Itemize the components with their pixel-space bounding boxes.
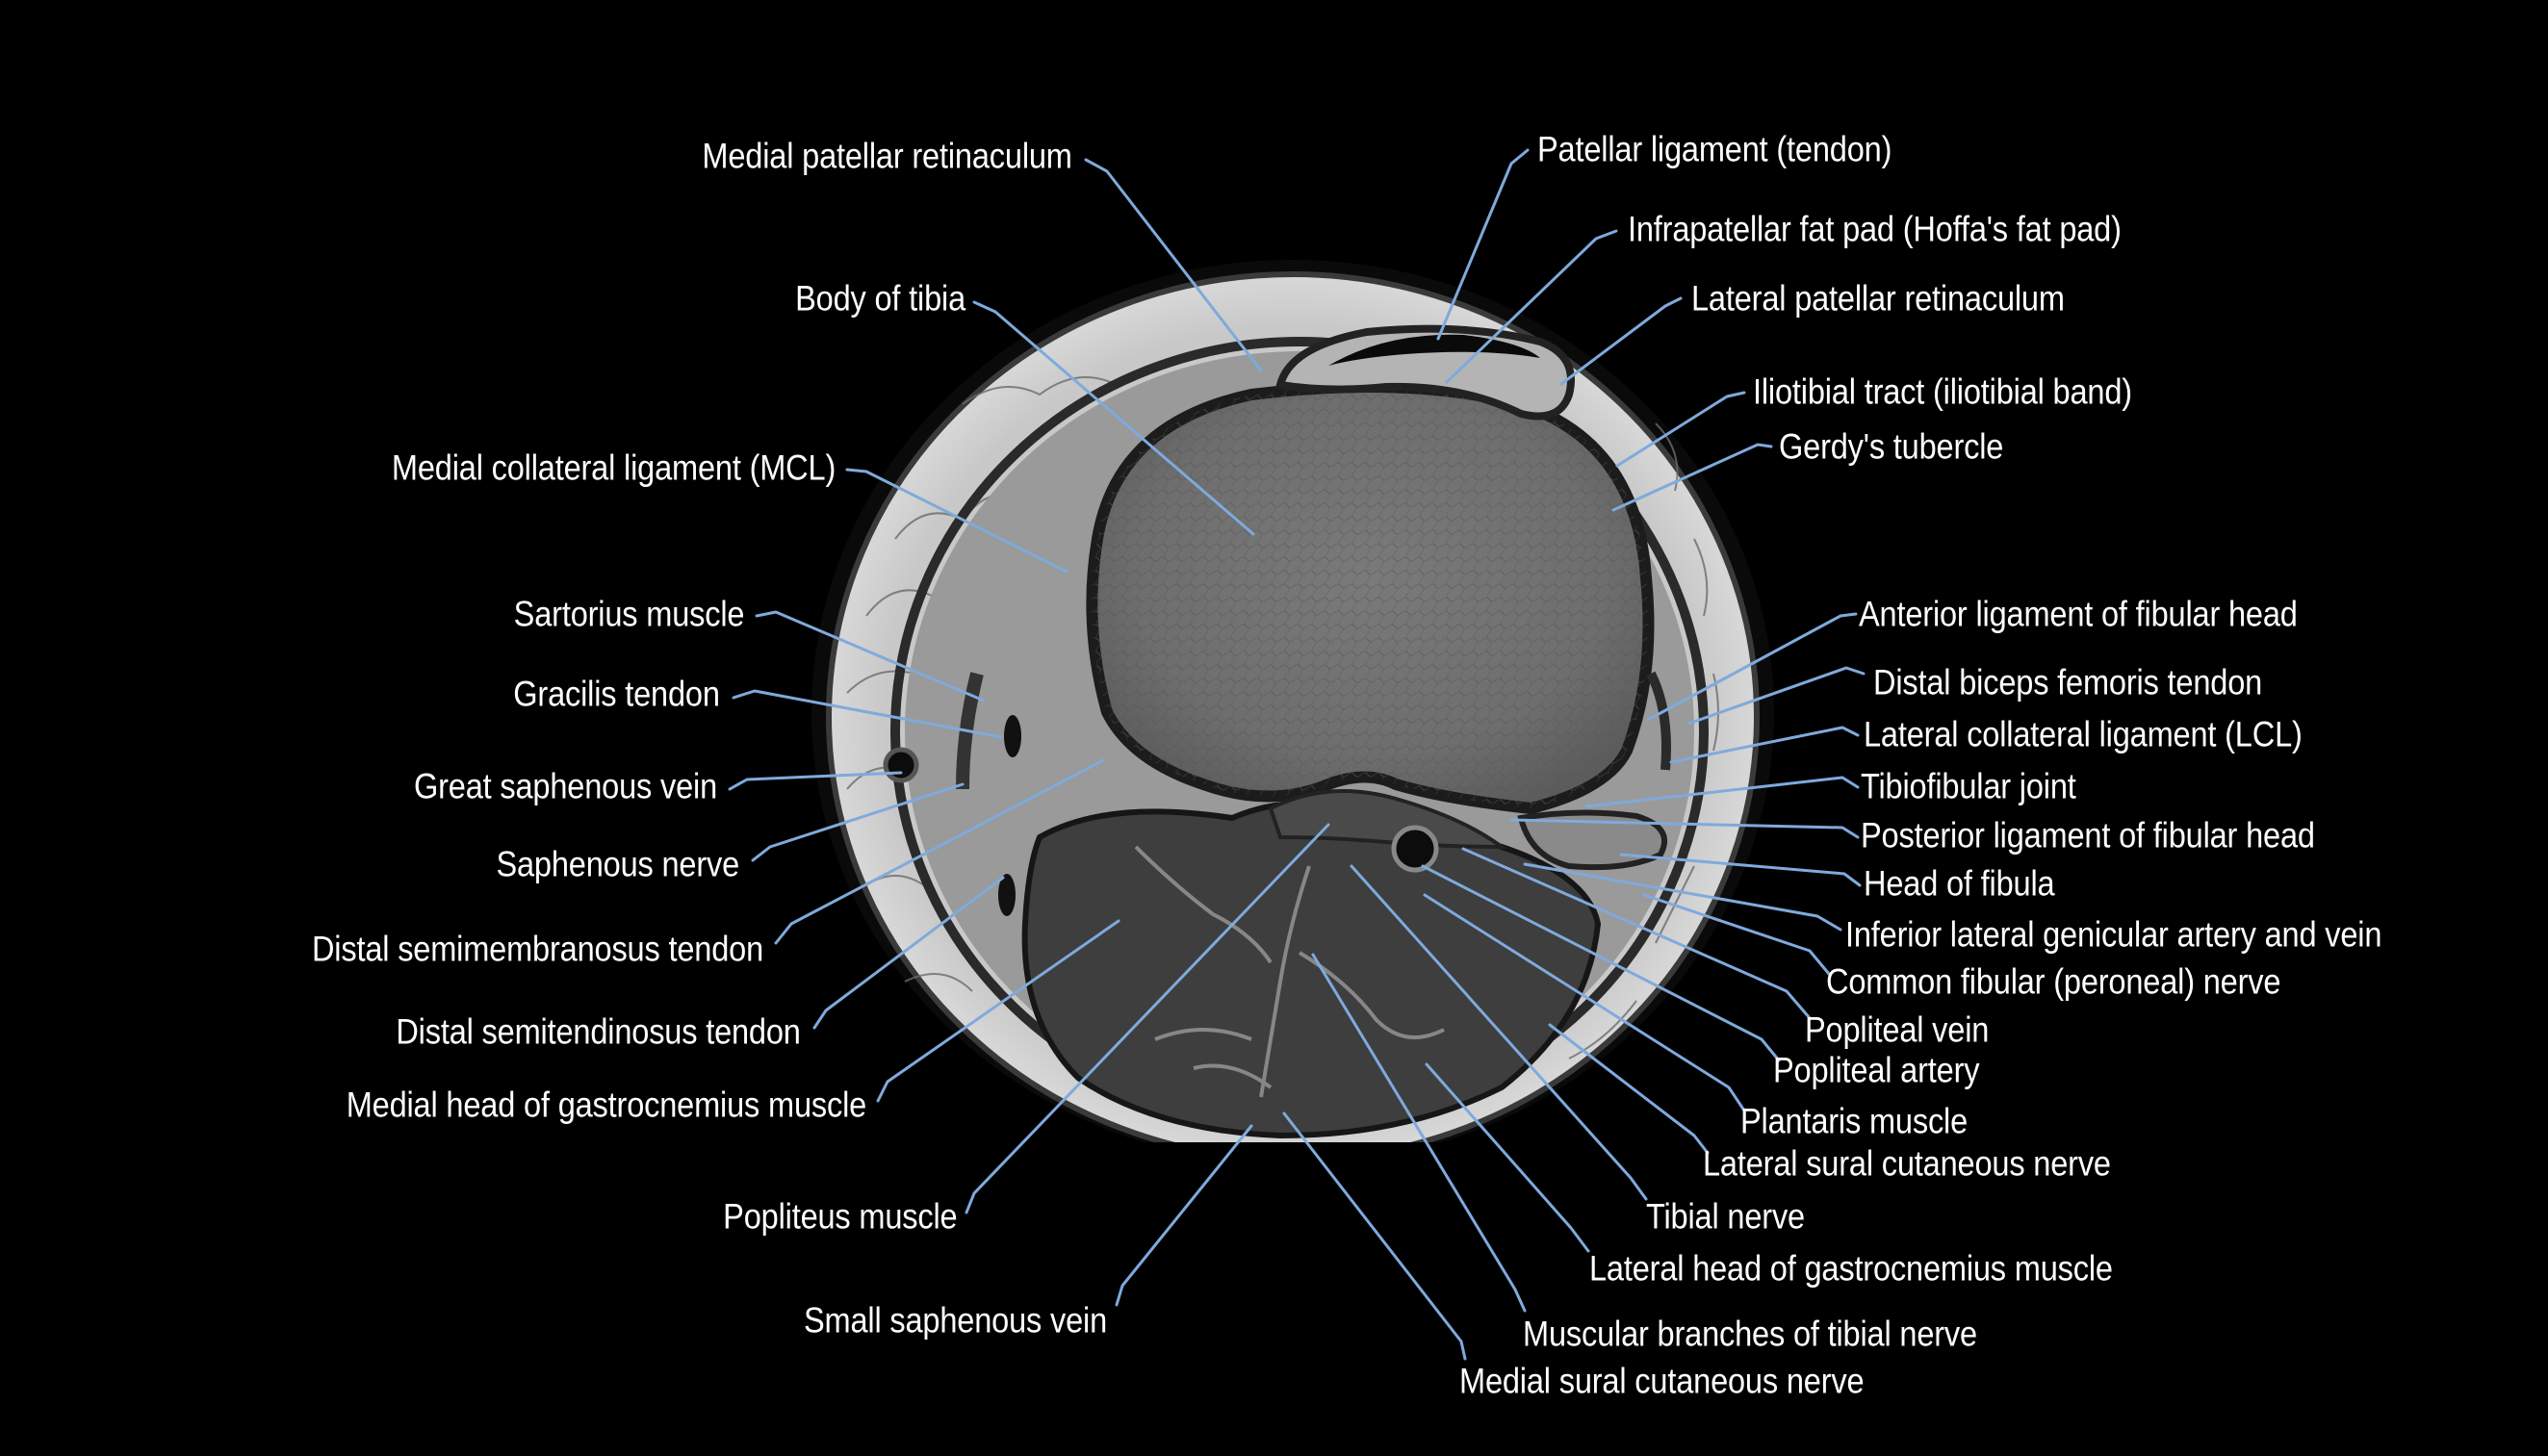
leader-line-tibiofibular-joint [1584,776,1860,808]
leader-line-small-saphenous-vein [1115,1124,1253,1307]
fibular-head [1517,809,1667,871]
leader-line-lateral-collateral-ligament [1669,726,1860,764]
leader-line-anterior-ligament-of-fibular-head [1646,612,1858,722]
leader-line-distal-semimembranosus-tendon [774,758,1105,945]
leader-line-gerdys-tubercle [1611,443,1773,512]
label-medial-patellar-retinaculum: Medial patellar retinaculum [702,136,1073,176]
leader-line-popliteal-vein [1461,847,1812,1020]
leader-line-medial-head-of-gastrocnemius-muscle [876,919,1120,1103]
leader-line-distal-biceps-femoris-tendon [1686,666,1866,726]
label-medial-sural-cutaneous-nerve: Medial sural cutaneous nerve [1459,1361,1865,1401]
label-gracilis-tendon: Gracilis tendon [513,674,720,714]
great-saphenous-vein-shape [883,747,919,783]
label-plantaris-muscle: Plantaris muscle [1740,1101,1969,1141]
leader-line-lateral-patellar-retinaculum [1559,296,1683,386]
leader-line-gracilis-tendon [732,689,1003,739]
label-patellar-ligament: Patellar ligament (tendon) [1537,129,1892,169]
label-distal-biceps-femoris-tendon: Distal biceps femoris tendon [1873,662,2263,702]
leader-line-plantaris-muscle [1423,893,1746,1112]
label-body-of-tibia: Body of tibia [795,278,965,319]
leader-line-popliteal-artery [1421,864,1781,1062]
label-popliteus-muscle: Popliteus muscle [722,1196,957,1237]
label-inferior-lateral-genicular-artery-and-vein: Inferior lateral genicular artery and ve… [1845,914,2382,955]
popliteal-vessel [1391,825,1439,873]
label-infrapatellar-fat-pad: Infrapatellar fat pad (Hoffa's fat pad) [1628,209,2122,249]
label-lateral-collateral-ligament: Lateral collateral ligament (LCL) [1864,714,2303,754]
leader-line-great-saphenous-vein [728,771,903,791]
label-lateral-sural-cutaneous-nerve: Lateral sural cutaneous nerve [1703,1143,2111,1184]
label-lateral-head-of-gastrocnemius-muscle: Lateral head of gastrocnemius muscle [1589,1248,2113,1289]
label-medial-head-of-gastrocnemius-muscle: Medial head of gastrocnemius muscle [346,1085,867,1125]
leader-line-saphenous-nerve [751,782,965,862]
label-tibial-nerve: Tibial nerve [1646,1196,1805,1237]
label-iliotibial-tract: Iliotibial tract (iliotibial band) [1753,371,2132,412]
leader-line-lateral-head-of-gastrocnemius-muscle [1425,1062,1590,1253]
label-great-saphenous-vein: Great saphenous vein [413,766,717,806]
label-medial-collateral-ligament: Medial collateral ligament (MCL) [391,447,836,488]
label-saphenous-nerve: Saphenous nerve [496,844,739,884]
leader-line-infrapatellar-fat-pad [1445,229,1618,384]
label-sartorius-muscle: Sartorius muscle [513,594,744,634]
label-head-of-fibula: Head of fibula [1864,863,2055,904]
label-popliteal-artery: Popliteal artery [1773,1050,1980,1090]
label-distal-semimembranosus-tendon: Distal semimembranosus tendon [311,929,763,969]
leader-line-distal-semitendinosus-tendon [812,876,1005,1030]
leader-lines [728,148,1866,1361]
leader-line-medial-patellar-retinaculum [1084,158,1263,372]
label-distal-semitendinosus-tendon: Distal semitendinosus tendon [396,1011,802,1052]
leader-line-head-of-fibula [1619,853,1862,887]
label-small-saphenous-vein: Small saphenous vein [803,1300,1107,1341]
label-popliteal-vein: Popliteal vein [1805,1009,1990,1050]
leader-line-popliteus-muscle [965,823,1330,1214]
leader-line-body-of-tibia [972,300,1255,536]
label-posterior-ligament-of-fibular-head: Posterior ligament of fibular head [1861,815,2315,856]
mri-slice [811,260,1774,1142]
leader-line-tibial-nerve [1350,864,1648,1201]
leader-line-medial-sural-cutaneous-nerve [1282,1111,1467,1361]
label-common-fibular-nerve: Common fibular (peroneal) nerve [1826,961,2281,1002]
label-gerdys-tubercle: Gerdy's tubercle [1779,426,2004,467]
label-anterior-ligament-of-fibular-head: Anterior ligament of fibular head [1859,594,2298,634]
label-lateral-patellar-retinaculum: Lateral patellar retinaculum [1691,278,2065,319]
leader-line-inferior-lateral-genicular-artery-and-vein [1523,862,1842,932]
leader-line-patellar-ligament [1436,148,1530,341]
leader-line-posterior-ligament-of-fibular-head [1509,818,1860,839]
label-muscular-branches-of-tibial-nerve: Muscular branches of tibial nerve [1523,1314,1977,1354]
leader-line-iliotibial-tract [1615,391,1746,468]
leader-line-sartorius-muscle [755,610,986,702]
leader-line-lateral-sural-cutaneous-nerve [1548,1023,1710,1155]
leader-line-medial-collateral-ligament [845,468,1068,574]
label-tibiofibular-joint: Tibiofibular joint [1861,766,2076,806]
leader-line-muscular-branches-of-tibial-nerve [1311,953,1527,1313]
leader-line-common-fibular-nerve [1642,893,1831,976]
